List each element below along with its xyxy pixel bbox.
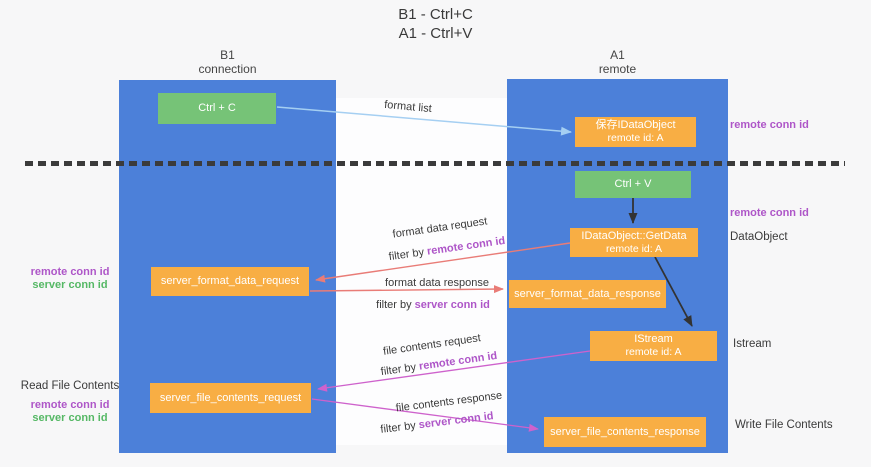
server-format-data-request-node[interactable]: server_format_data_request bbox=[151, 267, 309, 296]
dashed-divider-line bbox=[25, 161, 845, 166]
istream-node[interactable]: IStream remote id: A bbox=[590, 331, 717, 361]
istream-label: IStream bbox=[634, 333, 673, 345]
left-remote-conn-id-label-2: remote conn id bbox=[30, 399, 110, 411]
left-read-file-contents-block: Read File Contents remote conn id server… bbox=[18, 380, 122, 425]
lane-left-name: B1 bbox=[220, 48, 235, 62]
left-server-conn-id-label-2: server conn id bbox=[32, 412, 108, 424]
format-list-arrow bbox=[276, 106, 572, 136]
ctrl-v-node[interactable]: Ctrl + V bbox=[575, 171, 691, 198]
left-remote-conn-id-label-1: remote conn id bbox=[30, 266, 110, 278]
ctrl-c-label: Ctrl + C bbox=[198, 102, 236, 114]
left-conn-id-block: remote conn id server conn id bbox=[22, 266, 118, 292]
right-istream-label: Istream bbox=[733, 338, 772, 350]
right-remote-conn-id-label-2: remote conn id bbox=[730, 207, 809, 219]
ctrl-v-label: Ctrl + V bbox=[614, 178, 652, 190]
title-line-1: B1 - Ctrl+C bbox=[398, 6, 473, 23]
server-format-data-request-label: server_format_data_request bbox=[160, 275, 300, 287]
lane-gap-background bbox=[336, 98, 507, 445]
right-remote-conn-id-label-1: remote conn id bbox=[730, 119, 809, 131]
server-format-data-response-node[interactable]: server_format_data_response bbox=[509, 280, 666, 308]
diagram-title: B1 - Ctrl+C A1 - Ctrl+V bbox=[0, 5, 871, 43]
format-data-response-label: format data response bbox=[385, 277, 489, 289]
right-write-file-contents-label: Write File Contents bbox=[735, 419, 833, 431]
filter-by-server-conn-id-label-1: filter by server conn id bbox=[376, 299, 490, 311]
format-data-response-arrow bbox=[309, 285, 504, 294]
left-server-conn-id-label-1: server conn id bbox=[32, 279, 108, 291]
lane-header-left: B1 connection bbox=[119, 48, 336, 76]
save-idataobject-label: 保存IDataObject bbox=[595, 119, 676, 131]
format-data-request-arrow bbox=[315, 242, 571, 283]
filter-by-text: filter by bbox=[376, 299, 415, 311]
save-idataobject-node[interactable]: 保存IDataObject remote id: A bbox=[575, 117, 696, 147]
getdata-label: IDataObject::GetData bbox=[581, 229, 687, 242]
title-line-2: A1 - Ctrl+V bbox=[398, 25, 473, 42]
server-conn-id-text: server conn id bbox=[414, 299, 490, 311]
file-contents-response-arrow bbox=[311, 398, 539, 432]
save-idataobject-remote-id: remote id: A bbox=[607, 132, 664, 144]
lane-header-right: A1 remote bbox=[507, 48, 728, 76]
lane-right-subtitle: remote bbox=[598, 62, 637, 76]
lane-left-subtitle: connection bbox=[198, 62, 257, 76]
right-dataobject-label: DataObject bbox=[730, 231, 788, 243]
lane-right-name: A1 bbox=[610, 48, 625, 62]
server-format-data-response-label: server_format_data_response bbox=[514, 287, 661, 300]
file-contents-request-arrow bbox=[317, 350, 591, 392]
read-file-contents-label: Read File Contents bbox=[20, 380, 120, 392]
ctrl-c-node[interactable]: Ctrl + C bbox=[158, 93, 276, 124]
istream-remote-id: remote id: A bbox=[625, 346, 682, 358]
idataobject-getdata-node[interactable]: IDataObject::GetData remote id: A bbox=[570, 228, 698, 257]
server-file-contents-response-node[interactable]: server_file_contents_response bbox=[544, 417, 706, 447]
server-file-contents-response-label: server_file_contents_response bbox=[550, 425, 700, 438]
server-file-contents-request-node[interactable]: server_file_contents_request bbox=[150, 383, 311, 413]
getdata-remote-id: remote id: A bbox=[605, 242, 663, 255]
getdata-to-istream-arrow bbox=[654, 256, 693, 327]
server-file-contents-request-label: server_file_contents_request bbox=[159, 391, 302, 404]
